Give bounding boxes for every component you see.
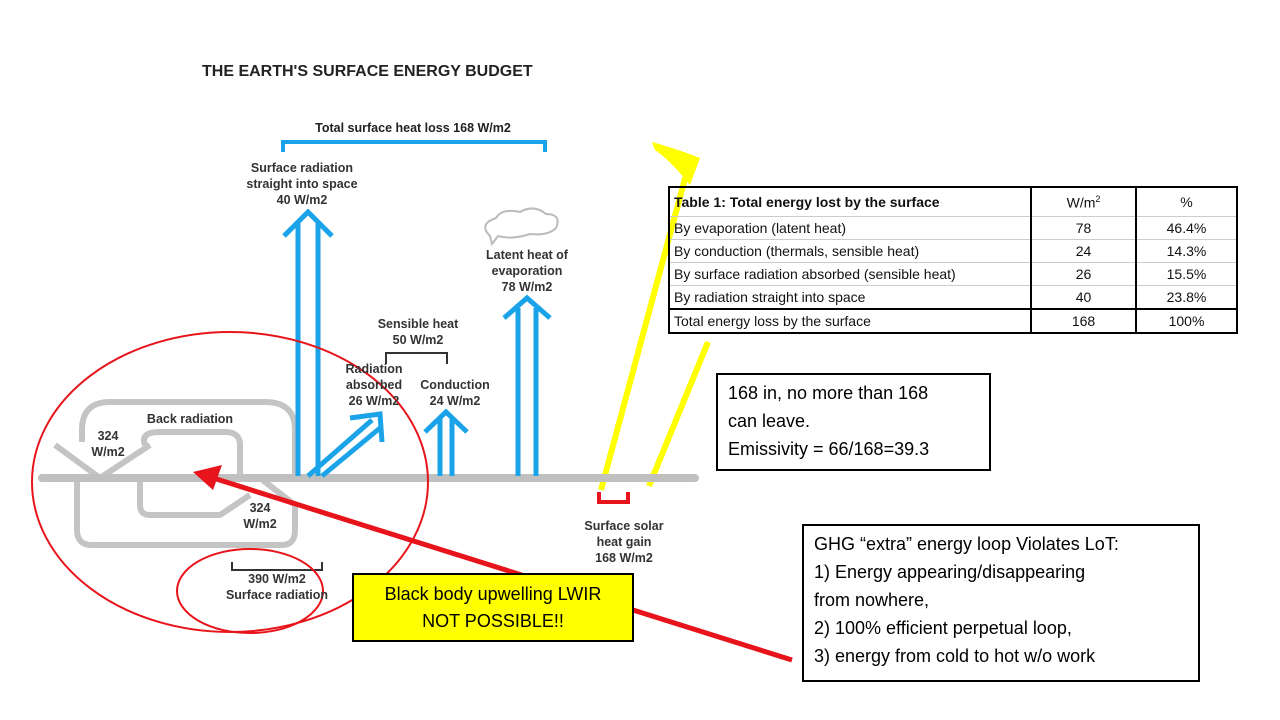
label-line: Radiation <box>345 362 403 376</box>
row-label: By radiation straight into space <box>668 285 1032 310</box>
label-line: Latent heat of <box>486 248 568 262</box>
label-line: 390 W/m2 <box>248 572 306 586</box>
row-percent: 23.8% <box>1135 285 1238 310</box>
row-percent: 15.5% <box>1135 262 1238 286</box>
solar-gain-bracket <box>597 492 630 504</box>
surface-390-label: 390 W/m2 Surface radiation <box>226 571 328 603</box>
heat-arrows <box>282 208 552 478</box>
conduction-label: Conduction 24 W/m2 <box>420 377 489 409</box>
row-label: By surface radiation absorbed (sensible … <box>668 262 1032 286</box>
radiation-absorbed-arrow <box>306 411 385 478</box>
total-loss-bracket <box>281 140 547 152</box>
space-radiation-arrow <box>282 208 334 476</box>
label-line: 324 <box>249 501 271 515</box>
label-line: Surface radiation <box>250 161 354 175</box>
row-value: 26 <box>1030 262 1137 286</box>
row-percent: 14.3% <box>1135 239 1238 263</box>
back-324-top-label: 324 W/m2 <box>91 428 124 460</box>
label-line: heat gain <box>596 535 652 549</box>
label-line: 168 W/m2 <box>595 551 653 565</box>
total-loss-label: Total surface heat loss 168 W/m2 <box>315 121 511 135</box>
total-value: 168 <box>1030 308 1137 334</box>
back-radiation-label: Back radiation <box>146 412 234 426</box>
table-header: Table 1: Total energy lost by the surfac… <box>668 186 1238 217</box>
unit-superscript: 2 <box>1095 193 1101 204</box>
total-percent: 100% <box>1135 308 1238 334</box>
latent-heat-arrow <box>502 294 552 476</box>
label-line: Surface radiation <box>225 588 329 602</box>
total-label: Total energy loss by the surface <box>668 308 1032 334</box>
red-pointer-arrow <box>209 474 793 663</box>
col-header-wm2: W/m2 <box>1030 186 1137 217</box>
surface-radiation-bracket <box>231 562 323 571</box>
label-line: Surface solar <box>584 519 664 533</box>
surface-radiation-space-label: Surface radiation straight into space 40… <box>246 160 357 208</box>
note-line: 168 in, no more than 168 <box>728 383 929 403</box>
note-line: from nowhere, <box>814 590 930 610</box>
label-line: 50 W/m2 <box>392 333 444 347</box>
table-row: By surface radiation absorbed (sensible … <box>668 262 1238 286</box>
energy-loss-table: Table 1: Total energy lost by the surfac… <box>668 186 1238 334</box>
lwir-callout: Black body upwelling LWIR NOT POSSIBLE!! <box>352 573 634 642</box>
table-title: Table 1: Total energy lost by the surfac… <box>668 186 1032 217</box>
solar-gain-label: Surface solar heat gain 168 W/m2 <box>584 518 663 566</box>
label-line: 26 W/m2 <box>348 394 400 408</box>
sensible-heat-label: Sensible heat 50 W/m2 <box>378 316 459 348</box>
label-line: Sensible heat <box>377 317 459 331</box>
label-line: absorbed <box>345 378 403 392</box>
label-line: 78 W/m2 <box>501 280 553 294</box>
row-value: 40 <box>1030 285 1137 310</box>
row-value: 24 <box>1030 239 1137 263</box>
label-line: evaporation <box>491 264 563 278</box>
emissivity-note: 168 in, no more than 168 can leave. Emis… <box>716 373 991 471</box>
note-line: Emissivity = 66/168=39.3 <box>728 439 930 459</box>
back-radiation-loops <box>53 399 298 548</box>
diagram-title: THE EARTH'S SURFACE ENERGY BUDGET <box>202 63 533 80</box>
callout-line: NOT POSSIBLE!! <box>422 611 564 631</box>
row-label: By evaporation (latent heat) <box>668 216 1032 240</box>
note-line: can leave. <box>728 411 811 431</box>
row-value: 78 <box>1030 216 1137 240</box>
label-line: Conduction <box>420 378 490 392</box>
solar-ray-right <box>646 340 711 488</box>
note-line: GHG “extra” energy loop Violates LoT: <box>814 534 1119 554</box>
red-arrowhead <box>193 465 222 490</box>
latent-heat-label: Latent heat of evaporation 78 W/m2 <box>486 247 568 295</box>
label-line: 24 W/m2 <box>429 394 481 408</box>
cloud-icon <box>484 207 559 247</box>
sun-shape <box>652 142 700 185</box>
label-line: 40 W/m2 <box>276 193 328 207</box>
sensible-heat-bracket <box>385 352 448 364</box>
row-label: By conduction (thermals, sensible heat) <box>668 239 1032 263</box>
ghg-violation-note: GHG “extra” energy loop Violates LoT: 1)… <box>802 524 1200 682</box>
label-line: 324 <box>97 429 119 443</box>
row-percent: 46.4% <box>1135 216 1238 240</box>
col-header-percent: % <box>1135 186 1238 217</box>
back-324-bottom-label: 324 W/m2 <box>243 500 276 532</box>
callout-line: Black body upwelling LWIR <box>384 584 602 604</box>
conduction-arrow <box>423 408 469 476</box>
note-line: 1) Energy appearing/disappearing <box>814 562 1086 582</box>
label-line: W/m2 <box>91 445 125 459</box>
label-line: straight into space <box>246 177 358 191</box>
radiation-absorbed-label: Radiation absorbed 26 W/m2 <box>346 361 403 409</box>
label-line: W/m2 <box>243 517 277 531</box>
unit-text: W/m <box>1066 194 1096 211</box>
surface-radiation-circle <box>176 548 324 634</box>
note-line: 2) 100% efficient perpetual loop, <box>814 618 1072 638</box>
table-row: By conduction (thermals, sensible heat)2… <box>668 239 1238 263</box>
note-line: 3) energy from cold to hot w/o work <box>814 646 1096 666</box>
